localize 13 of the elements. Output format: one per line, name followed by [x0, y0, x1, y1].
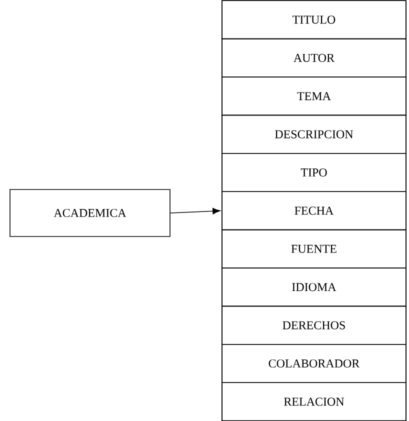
table-cell: FUENTE: [222, 229, 406, 268]
arrow: [170, 208, 220, 214]
table-cell: TITULO: [222, 0, 406, 40]
table-cell: DERECHOS: [222, 306, 406, 345]
table-cell: TIPO: [222, 153, 406, 192]
table-cell: AUTOR: [222, 38, 406, 78]
table-cell: TEMA: [222, 76, 406, 116]
table-cell: COLABORADOR: [222, 344, 406, 383]
process-box: ACADEMICA: [10, 189, 170, 237]
table-cell: RELACION: [222, 382, 406, 421]
table-cell: IDIOMA: [222, 268, 406, 307]
table-cell: FECHA: [222, 191, 406, 230]
table-cell: DESCRIPCION: [222, 114, 406, 154]
